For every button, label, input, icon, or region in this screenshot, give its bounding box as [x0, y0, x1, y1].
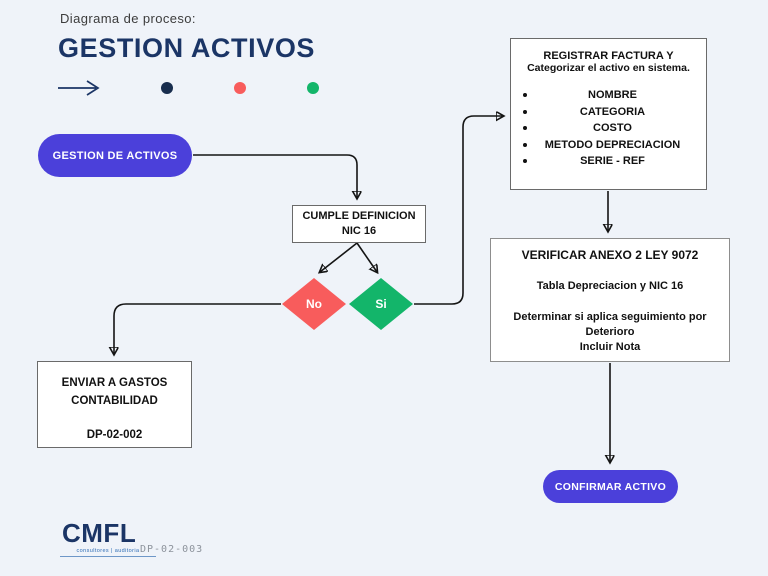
verificar-line2: Determinar si aplica seguimiento por — [513, 311, 707, 323]
bullet-text: NOMBRE — [588, 89, 637, 102]
node-gestion-de-activos: GESTION DE ACTIVOS — [38, 134, 192, 177]
cumple-line1: CUMPLE DEFINICION — [302, 210, 416, 222]
node-registrar-factura: REGISTRAR FACTURA Y Categorizar el activ… — [510, 38, 707, 190]
registrar-bullet-list: NOMBRE CATEGORIA COSTO METODO DEPRECIACI… — [516, 87, 701, 170]
verificar-title: VERIFICAR ANEXO 2 LEY 9072 — [521, 248, 699, 262]
node-verificar-anexo: VERIFICAR ANEXO 2 LEY 9072 Tabla Depreci… — [490, 238, 730, 362]
node-enviar-gastos: ENVIAR A GASTOS CONTABILIDAD DP-02-002 — [37, 361, 192, 448]
legend-dot-navy — [161, 82, 173, 94]
node-confirmar-activo: CONFIRMAR ACTIVO — [543, 470, 678, 503]
enviar-doc-code: DP-02-002 — [86, 429, 143, 441]
cmfl-logo-subtext: consultores | auditoria — [60, 548, 156, 557]
bullet-icon — [523, 126, 527, 131]
page-title: GESTION ACTIVOS — [58, 33, 316, 63]
connector-si-to-registrar — [414, 116, 503, 305]
cmfl-logo: CMFL — [62, 518, 137, 548]
decision-si-label: Si — [375, 297, 387, 311]
bullet-text: COSTO — [593, 122, 632, 135]
bullet-text: METODO DEPRECIACION — [544, 138, 681, 151]
bullet-icon — [523, 142, 527, 147]
registrar-title-line2: Categorizar el activo en sistema. — [527, 62, 690, 74]
document-code: DP-02-003 — [140, 544, 204, 555]
verificar-line1: Tabla Depreciacion y NIC 16 — [536, 280, 684, 292]
list-item: SERIE - REF — [516, 153, 701, 170]
list-item: NOMBRE — [516, 87, 701, 104]
list-item: METODO DEPRECIACION — [516, 137, 701, 154]
node-cumple-definicion: CUMPLE DEFINICION NIC 16 — [292, 205, 426, 243]
connector-cumple-to-si — [356, 242, 377, 272]
decision-no-label: No — [306, 297, 322, 311]
legend-dot-red — [234, 82, 246, 94]
bullet-icon — [523, 109, 527, 114]
right-arrow-icon — [58, 80, 100, 96]
bullet-text: SERIE - REF — [580, 155, 645, 168]
cumple-line2: NIC 16 — [341, 225, 377, 237]
bullet-icon — [523, 93, 527, 98]
bullet-text: CATEGORIA — [579, 105, 646, 118]
list-item: CATEGORIA — [516, 104, 701, 121]
enviar-line2: CONTABILIDAD — [71, 395, 158, 407]
registrar-title-line1: REGISTRAR FACTURA Y — [543, 50, 674, 62]
list-item: COSTO — [516, 120, 701, 137]
verificar-line4: Incluir Nota — [579, 341, 641, 353]
diagram-subtitle: Diagrama de proceso: — [60, 11, 196, 26]
enviar-line1: ENVIAR A GASTOS — [61, 377, 168, 389]
connector-no-to-enviar — [114, 303, 281, 354]
verificar-line3: Deterioro — [585, 326, 635, 338]
legend-dot-green — [307, 82, 319, 94]
bullet-icon — [523, 159, 527, 164]
connector-start-to-cumple — [193, 154, 357, 198]
connector-cumple-to-no — [320, 242, 358, 272]
